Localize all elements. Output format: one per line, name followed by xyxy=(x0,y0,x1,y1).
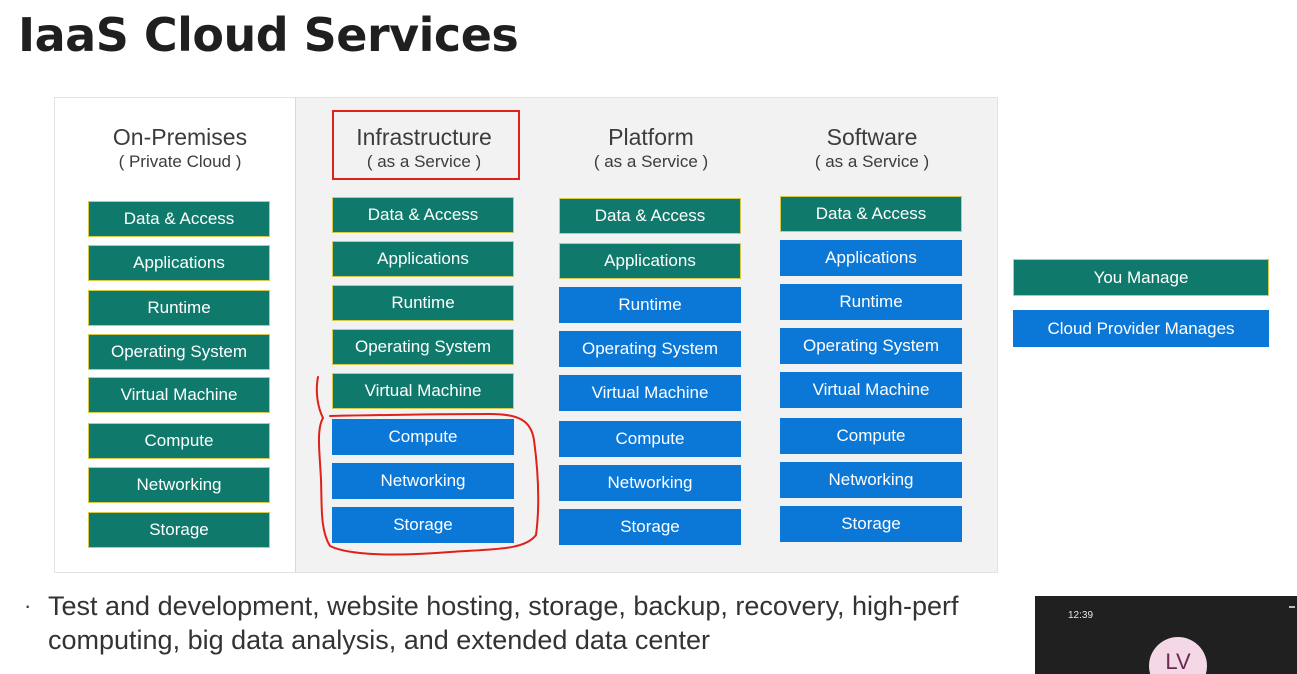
layer-operating-system: Operating System xyxy=(559,331,741,367)
layer-compute: Compute xyxy=(332,419,514,455)
column-subtitle: ( Private Cloud ) xyxy=(118,152,242,171)
layer-data-access: Data & Access xyxy=(88,201,270,237)
layer-virtual-machine: Virtual Machine xyxy=(88,377,270,413)
avatar: LV xyxy=(1149,637,1207,674)
column-heading: On-Premises ( Private Cloud ) xyxy=(88,123,272,173)
service-models-diagram: On-Premises ( Private Cloud ) Data & Acc… xyxy=(54,97,998,573)
column-subtitle: ( as a Service ) xyxy=(814,152,930,171)
column-title: Platform xyxy=(608,124,694,150)
minimize-icon[interactable] xyxy=(1289,606,1295,608)
layer-applications: Applications xyxy=(88,245,270,281)
layer-operating-system: Operating System xyxy=(780,328,962,364)
layer-compute: Compute xyxy=(559,421,741,457)
layer-compute: Compute xyxy=(780,418,962,454)
column-title: Software xyxy=(826,124,918,150)
layer-runtime: Runtime xyxy=(332,285,514,321)
column-heading: Infrastructure ( as a Service ) xyxy=(332,123,516,173)
legend-you-manage: You Manage xyxy=(1013,259,1269,296)
bullet-point: · Test and development, website hosting,… xyxy=(24,589,1034,657)
layer-applications: Applications xyxy=(559,243,741,279)
layer-operating-system: Operating System xyxy=(88,334,270,370)
column-subtitle: ( as a Service ) xyxy=(366,152,482,171)
layer-virtual-machine: Virtual Machine xyxy=(780,372,962,408)
layer-storage: Storage xyxy=(332,507,514,543)
video-call-tile[interactable]: 12:39 LV xyxy=(1035,596,1297,674)
layer-runtime: Runtime xyxy=(559,287,741,323)
column-title: On-Premises xyxy=(112,124,248,150)
layer-runtime: Runtime xyxy=(780,284,962,320)
layer-storage: Storage xyxy=(780,506,962,542)
column-title: Infrastructure xyxy=(356,124,492,150)
call-timer: 12:39 xyxy=(1068,610,1094,621)
bullet-symbol: · xyxy=(24,593,32,618)
layer-networking: Networking xyxy=(88,467,270,503)
layer-networking: Networking xyxy=(780,462,962,498)
layer-runtime: Runtime xyxy=(88,290,270,326)
layer-storage: Storage xyxy=(559,509,741,545)
column-heading: Software ( as a Service ) xyxy=(780,123,964,173)
layer-networking: Networking xyxy=(332,463,514,499)
legend-cloud-provider-manages: Cloud Provider Manages xyxy=(1013,310,1269,347)
bullet-line-1: Test and development, website hosting, s… xyxy=(48,591,959,621)
slide-title: IaaS Cloud Services xyxy=(18,8,519,62)
layer-virtual-machine: Virtual Machine xyxy=(332,373,514,409)
layer-data-access: Data & Access xyxy=(332,197,514,233)
layer-networking: Networking xyxy=(559,465,741,501)
bullet-line-2: computing, big data analysis, and extend… xyxy=(48,625,710,655)
column-heading: Platform ( as a Service ) xyxy=(559,123,743,173)
layer-compute: Compute xyxy=(88,423,270,459)
layer-data-access: Data & Access xyxy=(559,198,741,234)
column-subtitle: ( as a Service ) xyxy=(593,152,709,171)
layer-storage: Storage xyxy=(88,512,270,548)
layer-data-access: Data & Access xyxy=(780,196,962,232)
layer-applications: Applications xyxy=(780,240,962,276)
layer-applications: Applications xyxy=(332,241,514,277)
layer-virtual-machine: Virtual Machine xyxy=(559,375,741,411)
layer-operating-system: Operating System xyxy=(332,329,514,365)
